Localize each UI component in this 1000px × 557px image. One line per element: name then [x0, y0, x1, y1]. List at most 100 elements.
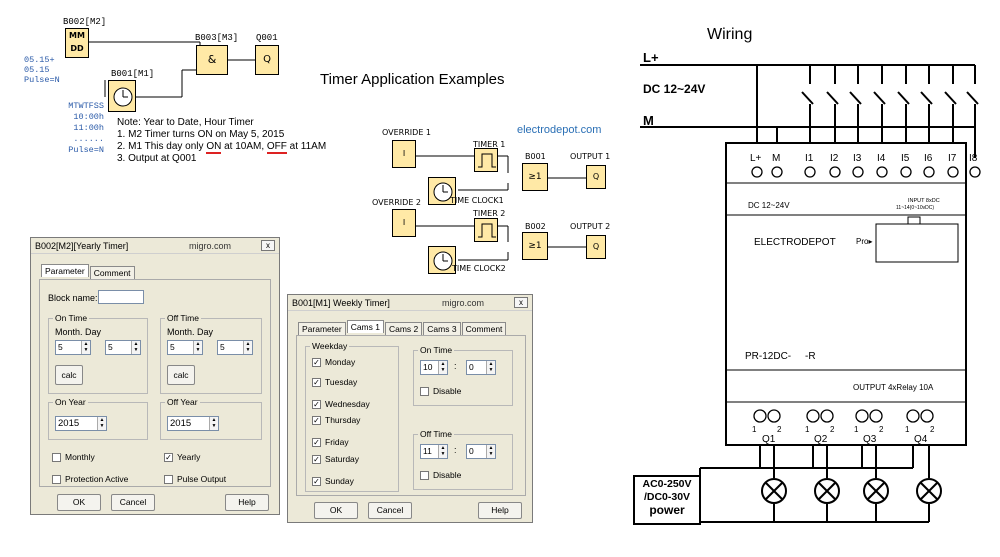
tab-cams-3[interactable]: Cams 3	[423, 322, 461, 335]
ok-button[interactable]: OK	[314, 502, 358, 519]
tab-cams-2[interactable]: Cams 2	[384, 322, 423, 335]
checkbox-box[interactable]	[164, 474, 173, 484]
stepper-arrows-icon[interactable]: ▲▼	[438, 445, 447, 458]
checkmark-icon[interactable]: ✓	[164, 452, 173, 462]
off-year-stepper[interactable]: 2015▲▼	[167, 416, 219, 431]
stepper-value: 0	[469, 362, 474, 372]
day-checkbox-tuesday[interactable]: ✓ Tuesday	[312, 377, 357, 387]
note-text: 2. M1 This day only	[117, 141, 207, 152]
group-title: On Year	[53, 397, 88, 407]
checkbox-label: Disable	[433, 470, 462, 480]
checkbox-box[interactable]	[52, 452, 61, 462]
off-day-stepper[interactable]: 5▲▼	[217, 340, 253, 355]
stepper-value: 10	[423, 362, 433, 372]
tab-parameter[interactable]: Parameter	[298, 322, 346, 335]
on-year-stepper[interactable]: 2015 ▲▼	[55, 416, 107, 431]
note-text: at 11AM	[286, 141, 327, 152]
checkmark-icon[interactable]: ✓	[312, 357, 321, 367]
tab-cams-1[interactable]: Cams 1	[346, 320, 384, 333]
override-timer-diagram	[416, 155, 586, 261]
stepper-arrows-icon[interactable]: ▲▼	[97, 417, 106, 430]
help-button[interactable]: Help	[225, 494, 269, 511]
q-label: Q1	[762, 434, 776, 445]
day-checkbox-monday[interactable]: ✓Monday	[312, 357, 355, 367]
stepper-arrows-icon[interactable]: ▲▼	[486, 361, 495, 374]
calc-button-on[interactable]: calc	[55, 365, 83, 385]
stepper-arrows-icon[interactable]: ▲▼	[243, 341, 252, 354]
checkmark-icon[interactable]: ✓	[312, 377, 321, 387]
checkmark-icon[interactable]: ✓	[312, 437, 321, 447]
stepper-arrows-icon[interactable]: ▲▼	[193, 341, 202, 354]
off-time-group: Off Time 11▲▼ : 0▲▼ Disable	[413, 429, 513, 490]
param-line: 05.15	[24, 65, 50, 75]
day-checkbox-sunday[interactable]: ✓Sunday	[312, 476, 354, 486]
checkbox-label: Disable	[433, 386, 462, 396]
off-disable-checkbox[interactable]: Disable	[420, 470, 461, 480]
on-day-stepper[interactable]: 5▲▼	[105, 340, 141, 355]
tab-comment[interactable]: Comment	[461, 322, 507, 335]
stepper-arrows-icon[interactable]: ▲▼	[209, 417, 218, 430]
stepper-arrows-icon[interactable]: ▲▼	[486, 445, 495, 458]
day-checkbox-thursday[interactable]: ✓Thursday	[312, 415, 360, 425]
checkbox-label: Tuesday	[325, 377, 358, 387]
weekly-timer-dialog[interactable]: B001[M1] Weekly Timer] migro.com x Param…	[287, 294, 533, 523]
help-button[interactable]: Help	[478, 502, 522, 519]
off-hour-stepper[interactable]: 11▲▼	[420, 444, 448, 459]
off-minute-stepper[interactable]: 0▲▼	[466, 444, 496, 459]
on-minute-stepper[interactable]: 0 ▲▼	[466, 360, 496, 375]
cancel-button[interactable]: Cancel	[368, 502, 412, 519]
group-title: On Time	[418, 345, 455, 355]
q-label: Q4	[914, 434, 928, 445]
block-q-label: Q001	[256, 33, 278, 43]
stepper-arrows-icon[interactable]: ▲▼	[131, 341, 140, 354]
checkbox-box[interactable]	[52, 474, 61, 484]
off-month-stepper[interactable]: 5▲▼	[167, 340, 203, 355]
stepper-arrows-icon[interactable]: ▲▼	[438, 361, 447, 374]
stepper-arrows-icon[interactable]: ▲▼	[81, 341, 90, 354]
calc-button-off[interactable]: calc	[167, 365, 195, 385]
terminal-label: I8	[969, 153, 978, 164]
monthly-checkbox[interactable]: Monthly	[52, 452, 95, 462]
tab-parameter[interactable]: Parameter	[41, 264, 89, 277]
power-line: AC0-250V	[642, 478, 692, 490]
checkmark-icon[interactable]: ✓	[312, 399, 321, 409]
checkmark-icon[interactable]: ✓	[312, 415, 321, 425]
checkbox-box[interactable]	[420, 470, 429, 480]
group-title: Weekday	[310, 341, 350, 351]
dialog-brand: migro.com	[188, 240, 231, 251]
cancel-button[interactable]: Cancel	[111, 494, 155, 511]
block-name-input[interactable]	[98, 290, 144, 304]
terminal-label: I4	[877, 153, 886, 164]
page-title: Timer Application Examples	[320, 71, 505, 88]
day-checkbox-wednesday[interactable]: ✓Wednesday	[312, 399, 370, 409]
yearly-checkbox[interactable]: ✓Yearly	[164, 452, 200, 462]
dialog-titlebar[interactable]: B002[M2][Yearly Timer] migro.com x	[31, 238, 279, 254]
yearly-timer-dialog[interactable]: B002[M2][Yearly Timer] migro.com x Param…	[30, 237, 280, 515]
param-line: MTWTFSS	[68, 101, 104, 111]
close-icon[interactable]: x	[261, 240, 275, 251]
close-icon[interactable]: x	[514, 297, 528, 308]
stepper-value: 2015	[58, 418, 80, 429]
ok-button[interactable]: OK	[57, 494, 101, 511]
power-line: power	[649, 503, 685, 517]
month-day-label: Month. Day	[167, 327, 214, 337]
dialog-titlebar[interactable]: B001[M1] Weekly Timer] migro.com x	[288, 295, 532, 311]
device-brand: ELECTRODEPOT	[754, 237, 836, 248]
day-checkbox-saturday[interactable]: ✓Saturday	[312, 454, 359, 464]
on-hour-stepper[interactable]: 10 ▲▼	[420, 360, 448, 375]
parameter-panel: Block name: On Time Month. Day 5▲▼ 5▲▼ c…	[39, 279, 271, 487]
on-month-stepper[interactable]: 5▲▼	[55, 340, 91, 355]
checkmark-icon[interactable]: ✓	[312, 476, 321, 486]
pulse-output-checkbox[interactable]: Pulse Output	[164, 474, 226, 484]
device-output-label: OUTPUT 4xRelay 10A	[853, 383, 934, 392]
day-checkbox-friday[interactable]: ✓Friday	[312, 437, 349, 447]
checkmark-icon[interactable]: ✓	[312, 454, 321, 464]
tab-comment[interactable]: Comment	[89, 266, 135, 279]
on-disable-checkbox[interactable]: Disable	[420, 386, 461, 396]
checkbox-box[interactable]	[420, 386, 429, 396]
checkbox-label: Monthly	[65, 452, 95, 462]
block-m2-label: B002[M2]	[63, 17, 107, 27]
note-off: OFF	[266, 141, 287, 154]
protection-checkbox[interactable]: Protection Active	[52, 474, 128, 484]
override-2-label: OVERRIDE 2	[372, 198, 422, 207]
